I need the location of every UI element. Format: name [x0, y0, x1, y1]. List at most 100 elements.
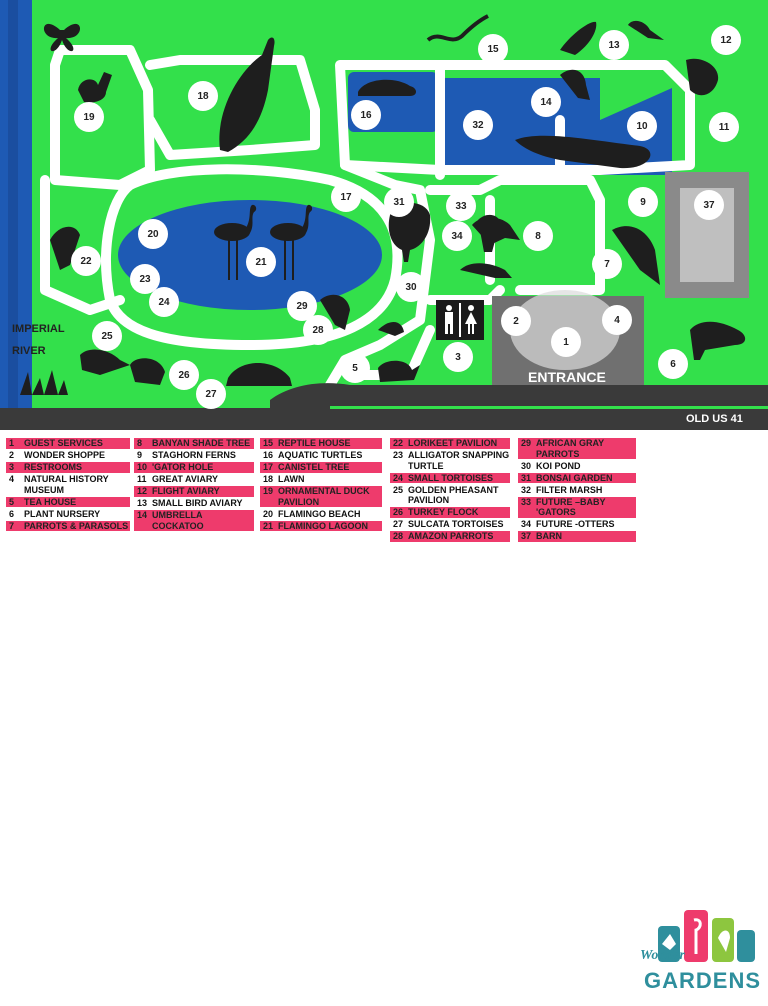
- legend-item[interactable]: 4Natural History Museum: [9, 474, 109, 495]
- map-marker-33[interactable]: 33: [446, 191, 476, 221]
- map-marker-5[interactable]: 5: [340, 353, 370, 383]
- legend-item[interactable]: 19Ornamental Duck Pavilion: [260, 486, 382, 507]
- otter-icon: [460, 263, 512, 278]
- legend-column: 29African Gray Parrots 30Koi Pond 31Bons…: [518, 438, 636, 543]
- legend-item[interactable]: 33Future –Baby 'Gators: [518, 496, 636, 518]
- map-marker-20[interactable]: 20: [138, 219, 168, 249]
- legend-item[interactable]: 5Tea House: [6, 496, 130, 507]
- map-marker-1[interactable]: 1: [551, 327, 581, 357]
- parrot-icon: [320, 294, 350, 330]
- legend-column: 8Banyan Shade Tree 9Staghorn Ferns 10'Ga…: [134, 438, 254, 533]
- map-marker-18[interactable]: 18: [188, 81, 218, 111]
- map-marker-37[interactable]: 37: [694, 190, 724, 220]
- grass-tuft-icon: [20, 370, 68, 395]
- legend-item[interactable]: 13Small Bird Aviary: [137, 498, 243, 508]
- parrot-icon: [50, 226, 80, 270]
- legend-item[interactable]: 14Umbrella Cockatoo: [134, 510, 254, 531]
- legend-item[interactable]: 2Wonder Shoppe: [9, 450, 106, 460]
- wonder-gardens-logo: Wonder GARDENS: [640, 898, 760, 1006]
- pheasant-icon: [80, 349, 130, 375]
- legend-item[interactable]: 22Lorikeet Pavilion: [390, 438, 510, 449]
- map-marker-10[interactable]: 10: [627, 111, 657, 141]
- legend-item[interactable]: 21Flamingo Lagoon: [260, 520, 382, 531]
- road-label: OLD US 41: [686, 413, 743, 425]
- legend-item[interactable]: 28Amazon Parrots: [390, 531, 510, 542]
- map-marker-27[interactable]: 27: [196, 379, 226, 409]
- map-marker-24[interactable]: 24: [149, 287, 179, 317]
- peacock-icon: [219, 37, 275, 152]
- legend-item[interactable]: 29African Gray Parrots: [518, 438, 636, 459]
- legend-item[interactable]: 17Canistel Tree: [260, 462, 382, 473]
- legend-item[interactable]: 31Bonsai Garden: [518, 472, 636, 483]
- map-marker-21[interactable]: 21: [246, 247, 276, 277]
- legend-item[interactable]: 3Restrooms: [6, 462, 130, 473]
- map-marker-12[interactable]: 12: [711, 25, 741, 55]
- map-marker-28[interactable]: 28: [303, 315, 333, 345]
- legend-item[interactable]: 12Flight Aviary: [134, 486, 254, 497]
- tortoise-icon: [226, 363, 292, 386]
- map-marker-6[interactable]: 6: [658, 349, 688, 379]
- baby-gator-icon: [478, 214, 500, 252]
- legend-item[interactable]: 26Turkey Flock: [390, 507, 510, 518]
- legend-item[interactable]: 24Small Tortoises: [390, 472, 510, 483]
- legend-item[interactable]: 1Guest Services: [6, 438, 130, 449]
- legend-item[interactable]: 23Alligator Snapping Turtle: [393, 450, 510, 471]
- map-marker-9[interactable]: 9: [628, 187, 658, 217]
- map-marker-15[interactable]: 15: [478, 34, 508, 64]
- legend: 1Guest Services 2Wonder Shoppe 3Restroom…: [0, 430, 768, 993]
- legend-item[interactable]: 10'Gator Hole: [134, 462, 254, 473]
- map-marker-13[interactable]: 13: [599, 30, 629, 60]
- garden-map: 1 2 3 4 5 6 7 8 9 10 11 12 13 14 15 16 1…: [0, 0, 768, 430]
- legend-item[interactable]: 16Aquatic Turtles: [263, 450, 363, 460]
- map-marker-19[interactable]: 19: [74, 102, 104, 132]
- legend-item[interactable]: 18Lawn: [263, 474, 305, 484]
- turtle-icon: [358, 79, 416, 96]
- map-marker-29[interactable]: 29: [287, 291, 317, 321]
- turkey-icon: [686, 58, 719, 96]
- map-marker-3[interactable]: 3: [443, 342, 473, 372]
- map-marker-7[interactable]: 7: [592, 249, 622, 279]
- legend-item[interactable]: 30Koi Pond: [521, 460, 581, 471]
- parrot-icon: [560, 21, 597, 55]
- map-marker-22[interactable]: 22: [71, 246, 101, 276]
- snake-icon: [426, 14, 489, 42]
- map-marker-31[interactable]: 31: [384, 187, 414, 217]
- legend-item[interactable]: 32Filter Marsh: [521, 484, 603, 495]
- map-marker-4[interactable]: 4: [602, 305, 632, 335]
- map-marker-25[interactable]: 25: [92, 321, 122, 351]
- map-marker-2[interactable]: 2: [501, 306, 531, 336]
- legend-item[interactable]: 20Flamingo Beach: [263, 508, 361, 519]
- legend-item[interactable]: 6Plant Nursery: [9, 508, 101, 519]
- map-marker-14[interactable]: 14: [531, 87, 561, 117]
- entrance-label: ENTRANCE: [528, 369, 606, 385]
- flamingo-icon: [214, 204, 313, 280]
- peacock-icon: [690, 321, 746, 360]
- duck-icon: [78, 72, 112, 103]
- logo-wonder: Wonder: [640, 948, 685, 963]
- logo-gardens: GARDENS: [644, 968, 762, 993]
- legend-column: 15Reptile House 16Aquatic Turtles 17Cani…: [260, 438, 382, 533]
- legend-item[interactable]: 7Parrots & Parasols: [6, 520, 130, 531]
- legend-item[interactable]: 27Sulcata Tortoises: [393, 519, 504, 529]
- legend-item[interactable]: 8Banyan Shade Tree: [134, 438, 254, 449]
- butterfly-icon: [43, 23, 81, 52]
- legend-item[interactable]: 34Future -Otters: [521, 519, 615, 529]
- map-marker-11[interactable]: 11: [709, 112, 739, 142]
- river-label: IMPERIAL RIVER: [12, 323, 65, 357]
- legend-column: 1Guest Services 2Wonder Shoppe 3Restroom…: [6, 438, 130, 533]
- teapot-icon: [378, 360, 420, 382]
- map-marker-32[interactable]: 32: [463, 110, 493, 140]
- map-marker-34[interactable]: 34: [442, 221, 472, 251]
- turkey-icon: [130, 358, 165, 385]
- legend-item[interactable]: 37Barn: [518, 531, 636, 542]
- legend-item[interactable]: 9Staghorn Ferns: [137, 450, 236, 460]
- map-marker-16[interactable]: 16: [351, 100, 381, 130]
- legend-item[interactable]: 15Reptile House: [260, 438, 382, 449]
- legend-item[interactable]: 25Golden Pheasant Pavilion: [393, 484, 499, 506]
- map-marker-30[interactable]: 30: [396, 272, 426, 302]
- legend-item[interactable]: 11Great Aviary: [137, 474, 219, 484]
- map-marker-26[interactable]: 26: [169, 360, 199, 390]
- map-marker-17[interactable]: 17: [331, 182, 361, 212]
- bonsai-tree-icon: [388, 202, 431, 262]
- map-marker-8[interactable]: 8: [523, 221, 553, 251]
